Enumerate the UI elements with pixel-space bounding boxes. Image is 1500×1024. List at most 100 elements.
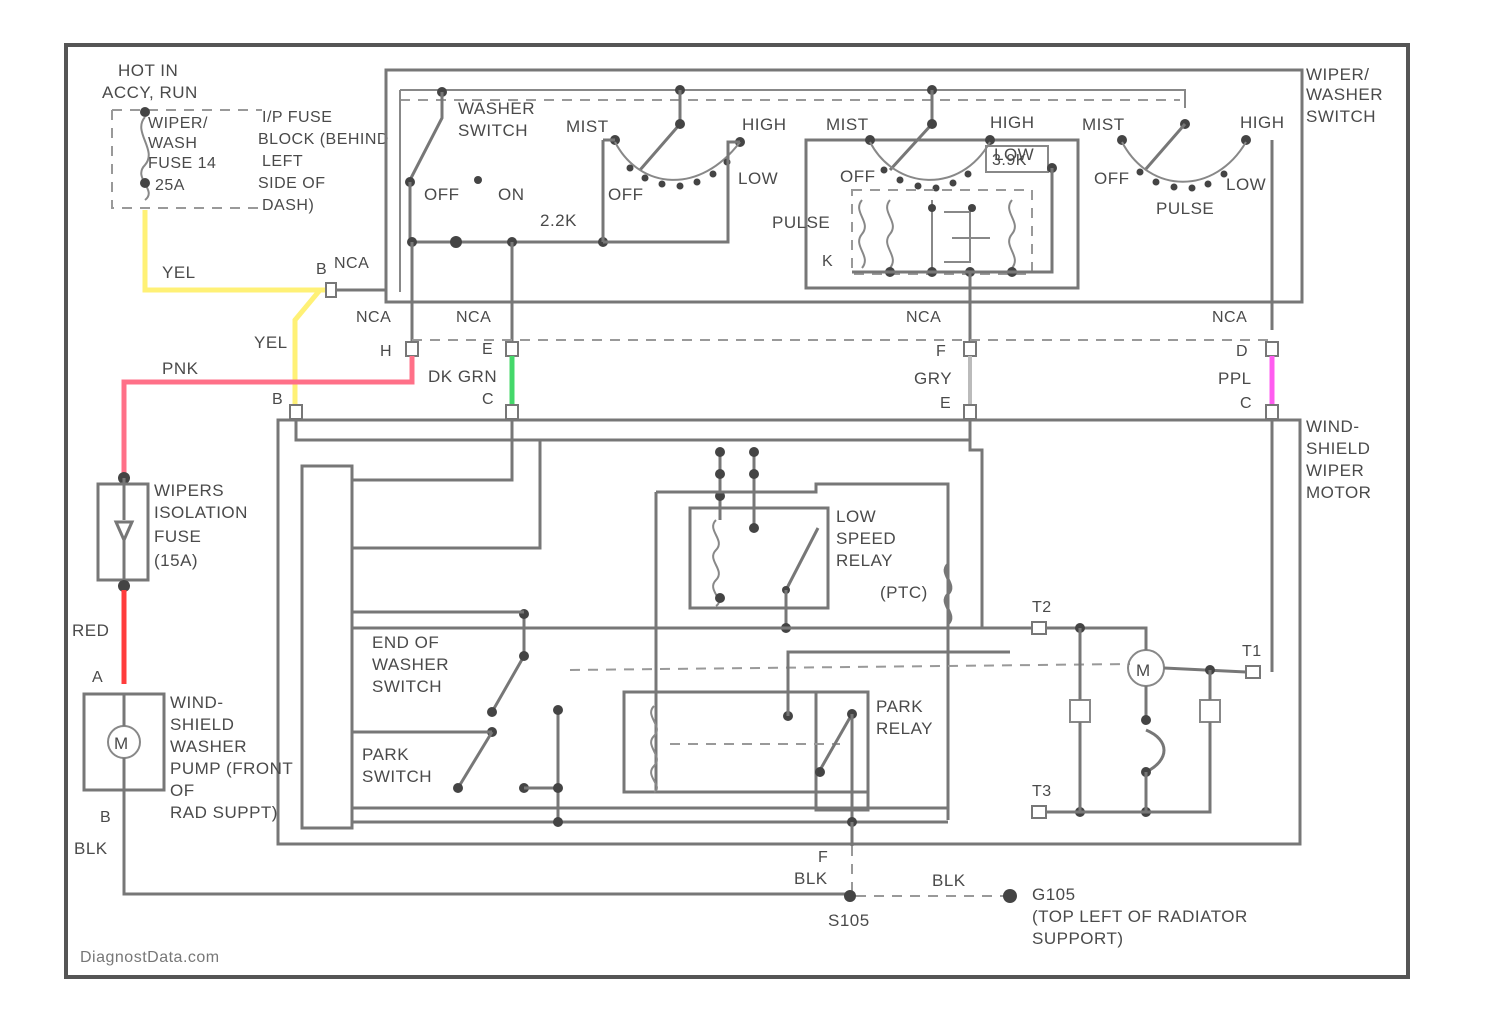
park-switch [458,732,492,788]
washer-pump-label-5: OF [170,781,195,800]
wiper-motor-label: WIND- [1306,417,1359,436]
yel-wire-2 [295,290,320,405]
park-relay-label: PARK [876,697,923,716]
motor-armature-wiring [1146,668,1246,720]
connector-pin-f [964,342,976,356]
nca-label-3: NCA [456,309,491,326]
terminal-t2 [1032,622,1046,634]
pin-f-label-2: F [818,849,828,866]
washer-pump-m: M [114,734,129,753]
nca-label-5: NCA [1212,309,1247,326]
wiper-switch-3-contact [1145,124,1185,170]
ptc-label: (PTC) [880,583,928,602]
pin-f-label: F [936,343,946,360]
pulse-module-box [806,140,1078,288]
off-label-2: OFF [608,185,644,204]
high-label-1: HIGH [742,115,787,134]
low-speed-relay-contact [786,528,818,590]
low-speed-relay-label-3: RELAY [836,551,893,570]
low-speed-relay-label-2: SPEED [836,529,896,548]
wiper-iso-fuse-label-3: FUSE [154,527,201,546]
pin-d-label-1: D [1236,343,1248,360]
g105-location: (TOP LEFT OF RADIATOR [1032,907,1248,926]
washer-pump-label: WIND- [170,693,223,712]
washer-switch-contact [410,92,442,180]
blk-label-1: BLK [74,839,108,858]
wiper-motor-m: M [1136,661,1151,680]
connector-pin-e [506,342,518,356]
wiper-wash-fuse-label: WIPER/ [148,115,208,132]
low-label-1: LOW [738,169,778,188]
connector-pin-h [406,342,418,356]
capacitor-1 [1070,700,1090,722]
wiper-switch-2-arc [870,142,990,180]
off-label-3: OFF [840,167,876,186]
wiper-isolation-fuse-element [116,478,132,586]
connector-pin-d [1266,342,1278,356]
wiper-iso-fuse-label: WIPERS [154,481,224,500]
washer-pump-label-2: SHIELD [170,715,234,734]
relay-outer-wiring [352,484,1146,820]
wiper-washer-switch-label-3: SWITCH [1306,107,1376,126]
low-speed-relay-box [690,508,828,608]
mist-label-3: MIST [1082,115,1125,134]
park-switch-label-2: SWITCH [362,767,432,786]
motor-brush-arc [1146,730,1164,772]
pulse-label-1: PULSE [772,213,830,232]
s105-label: S105 [828,911,870,930]
delay-resistor-label: 3.9K [992,152,1027,169]
pin-c-label-2: C [1240,395,1252,412]
motor-feed-wires [296,420,1272,672]
pin-b-label-3: B [100,809,111,826]
high-label-2: HIGH [990,113,1035,132]
washer-pump-label-3: WASHER [170,737,247,756]
on-label-1: ON [498,185,525,204]
off-label-1: OFF [424,185,460,204]
gry-label: GRY [914,369,952,388]
park-relay-contact [820,714,852,770]
capacitor-2 [1200,700,1220,722]
ip-fuse-label: I/P FUSE [262,109,332,126]
pin-h-label: H [380,343,392,360]
g105-location-2: SUPPORT) [1032,929,1124,948]
yel-label-1: YEL [162,263,196,282]
hot-in-label: HOT IN [118,61,178,80]
pulse-transistor [932,200,990,268]
wiper-switch-1-contact [640,90,680,170]
off-label-4: OFF [1094,169,1130,188]
ckt-2k-label: 2.2K [540,211,577,230]
mist-label-2: MIST [826,115,869,134]
pin-a-label: A [92,669,103,686]
t1-label: T1 [1242,643,1262,660]
motor-circuit-board [302,466,352,828]
end-of-washer-label: END OF [372,633,439,652]
fuse-amp-label: 25A [155,177,185,194]
accy-run-label: ACCY, RUN [102,83,198,102]
pnk-label: PNK [162,359,199,378]
wiper-iso-fuse-label-2: ISOLATION [154,503,248,522]
pin-b-label-1: B [316,261,327,278]
terminal-t3 [1032,806,1046,818]
wiper-motor-label-4: MOTOR [1306,483,1371,502]
end-of-washer-label-3: SWITCH [372,677,442,696]
pin-c-label-1: C [482,391,494,408]
nca-label-2: NCA [356,309,391,326]
pulse-k-label: K [822,253,833,270]
nca-label-4: NCA [906,309,941,326]
mist-label-1: MIST [566,117,609,136]
motor-connector-c2 [1266,405,1278,419]
low-label-3: LOW [1226,175,1266,194]
wiper-wash-fuse-label-2: WASH [148,135,197,152]
motor-connector-b [290,405,302,419]
low-speed-relay-label: LOW [836,507,876,526]
pulse-resistor-1 [859,200,865,268]
wiper-washer-switch-label: WIPER/ [1306,65,1369,84]
relay-feed-dots [715,447,791,633]
wiper-motor-label-3: WIPER [1306,461,1364,480]
wiper-motor-label-2: SHIELD [1306,439,1370,458]
g105-label: G105 [1032,885,1076,904]
ip-left-label: LEFT [262,153,303,170]
nca-label-1: NCA [334,255,369,272]
ppl-label: PPL [1218,369,1252,388]
